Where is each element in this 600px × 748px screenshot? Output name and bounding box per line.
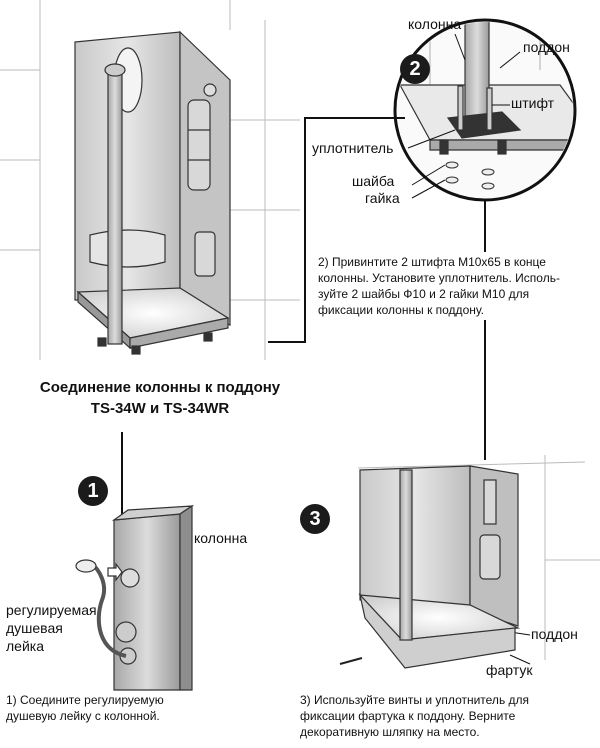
label-tray-step2: поддон	[523, 39, 570, 55]
step3-badge: 3	[300, 504, 330, 534]
step2-caption-line1: 2) Привинтите 2 штифта М10х65 в конце	[318, 255, 546, 269]
label-apron: фартук	[486, 662, 533, 678]
label-shower-head-line3: лейка	[6, 638, 44, 654]
label-pin: штифт	[511, 95, 555, 111]
label-tray-step3: поддон	[531, 626, 578, 642]
step2-caption-line2: колонны. Установите уплотнитель. Исполь-	[318, 271, 560, 285]
step1-column-detail	[75, 504, 195, 691]
step1-caption-line1: 1) Соедините регулируемую	[6, 693, 164, 707]
step3-caption-line3: декоративную шляпку на место.	[300, 725, 480, 739]
step3-caption-line2: фиксации фартука к поддону. Верните	[300, 709, 516, 723]
label-washer: шайба	[352, 173, 395, 189]
wall-tiles-bottom	[357, 455, 600, 660]
diagram-title-line2: TS-34W и TS-34WR	[90, 400, 230, 417]
wall-tiles-top	[0, 0, 300, 360]
label-nut: гайка	[365, 190, 400, 206]
step3-cabin-detail	[339, 465, 521, 669]
connector-lines	[121, 117, 486, 520]
label-column-step2: колонна	[408, 16, 462, 32]
step2-caption-line3: зуйте 2 шайбы Ф10 и 2 гайки М10 для	[318, 287, 530, 301]
step1-caption-line2: душевую лейку с колонной.	[6, 709, 160, 723]
label-seal: уплотнитель	[312, 140, 394, 156]
diagram-title-line1: Соединение колонны к поддону	[39, 379, 281, 396]
washers-and-nuts	[445, 161, 495, 190]
step1-badge: 1	[78, 476, 108, 506]
zoom-detail-circle	[393, 18, 577, 202]
shower-cabin-main	[74, 30, 231, 355]
label-shower-head-line2: душевая	[6, 620, 63, 636]
step2-badge: 2	[400, 54, 430, 84]
label-column-step1: колонна	[194, 530, 248, 546]
label-shower-head-line1: регулируемая	[6, 602, 97, 618]
step2-caption-line4: фиксации колонны к поддону.	[318, 303, 484, 317]
step3-caption-line1: 3) Используйте винты и уплотнитель для	[300, 693, 530, 707]
